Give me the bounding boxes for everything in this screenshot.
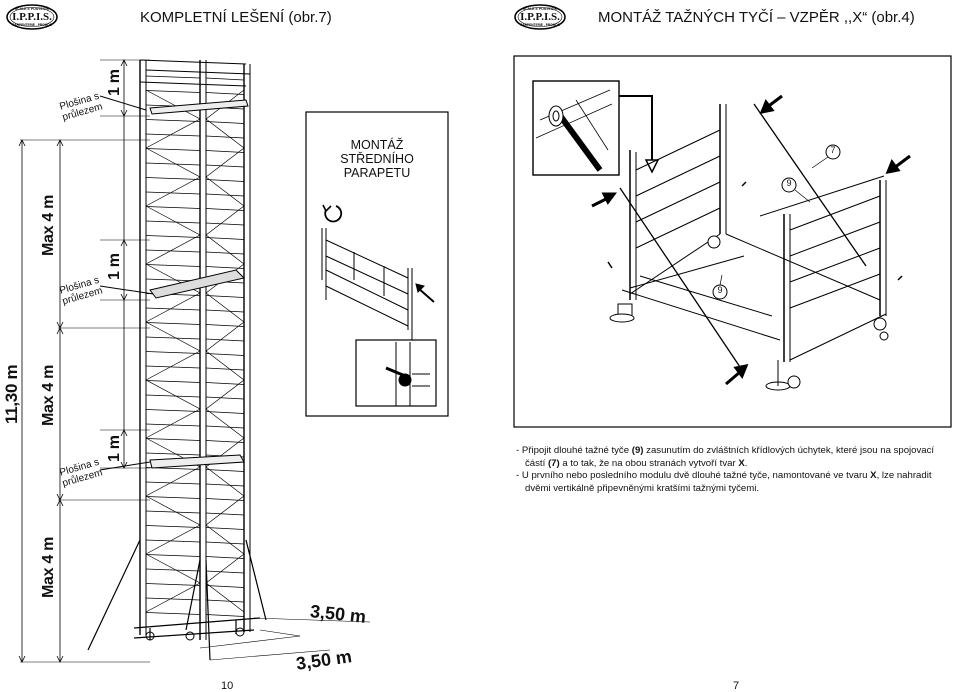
logo-main-text: I.P.P.I.S. xyxy=(520,11,560,23)
max-4m-label-middle: Max 4 m xyxy=(40,364,57,426)
ippis-logo-right: SCALE E PONTEGGI I.P.P.I.S. CARPENTERIE … xyxy=(514,4,566,30)
right-page-number: 7 xyxy=(733,680,740,692)
one-m-label-middle: 1 m xyxy=(106,253,123,280)
max-4m-label-top: Max 4 m xyxy=(40,194,57,256)
instructions-text: - Připojit dlouhé tažné tyče (9) zasunut… xyxy=(516,445,952,495)
callout-7: 7 xyxy=(830,145,836,155)
total-height-label: 11,30 m xyxy=(2,364,21,424)
logo-top-text: SCALE E PONTEGGI xyxy=(14,7,50,11)
one-m-label-top: 1 m xyxy=(106,69,123,96)
logo-main-text: I.P.P.I.S. xyxy=(12,11,52,23)
logo-bottom-text: CARPENTERIE - PROMOS xyxy=(12,23,52,27)
logo-top-text: SCALE E PONTEGGI xyxy=(522,7,558,11)
logo-bottom-text: CARPENTERIE - PROMOS xyxy=(520,23,560,27)
instruction-item: - Připojit dlouhé tažné tyče (9) zasunut… xyxy=(516,445,935,469)
right-page-title: MONTÁŽ TAŽNÝCH TYČÍ – VZPĚR ,,X“ (obr.4) xyxy=(598,9,915,26)
callout-9-upper: 9 xyxy=(786,178,792,188)
one-m-label-bottom: 1 m xyxy=(106,435,123,462)
left-page-number: 10 xyxy=(221,680,234,692)
ippis-logo-left: SCALE E PONTEGGI I.P.P.I.S. CARPENTERIE … xyxy=(6,4,58,30)
max-4m-label-bottom: Max 4 m xyxy=(40,536,57,598)
inset-title: MONTÁŽ STŘEDNÍHO PARAPETU xyxy=(340,138,414,180)
callout-9-lower: 9 xyxy=(717,285,723,295)
instruction-item: - U prvního nebo posledního modulu dvě d… xyxy=(516,470,932,494)
left-page-title: KOMPLETNÍ LEŠENÍ (obr.7) xyxy=(140,9,332,26)
